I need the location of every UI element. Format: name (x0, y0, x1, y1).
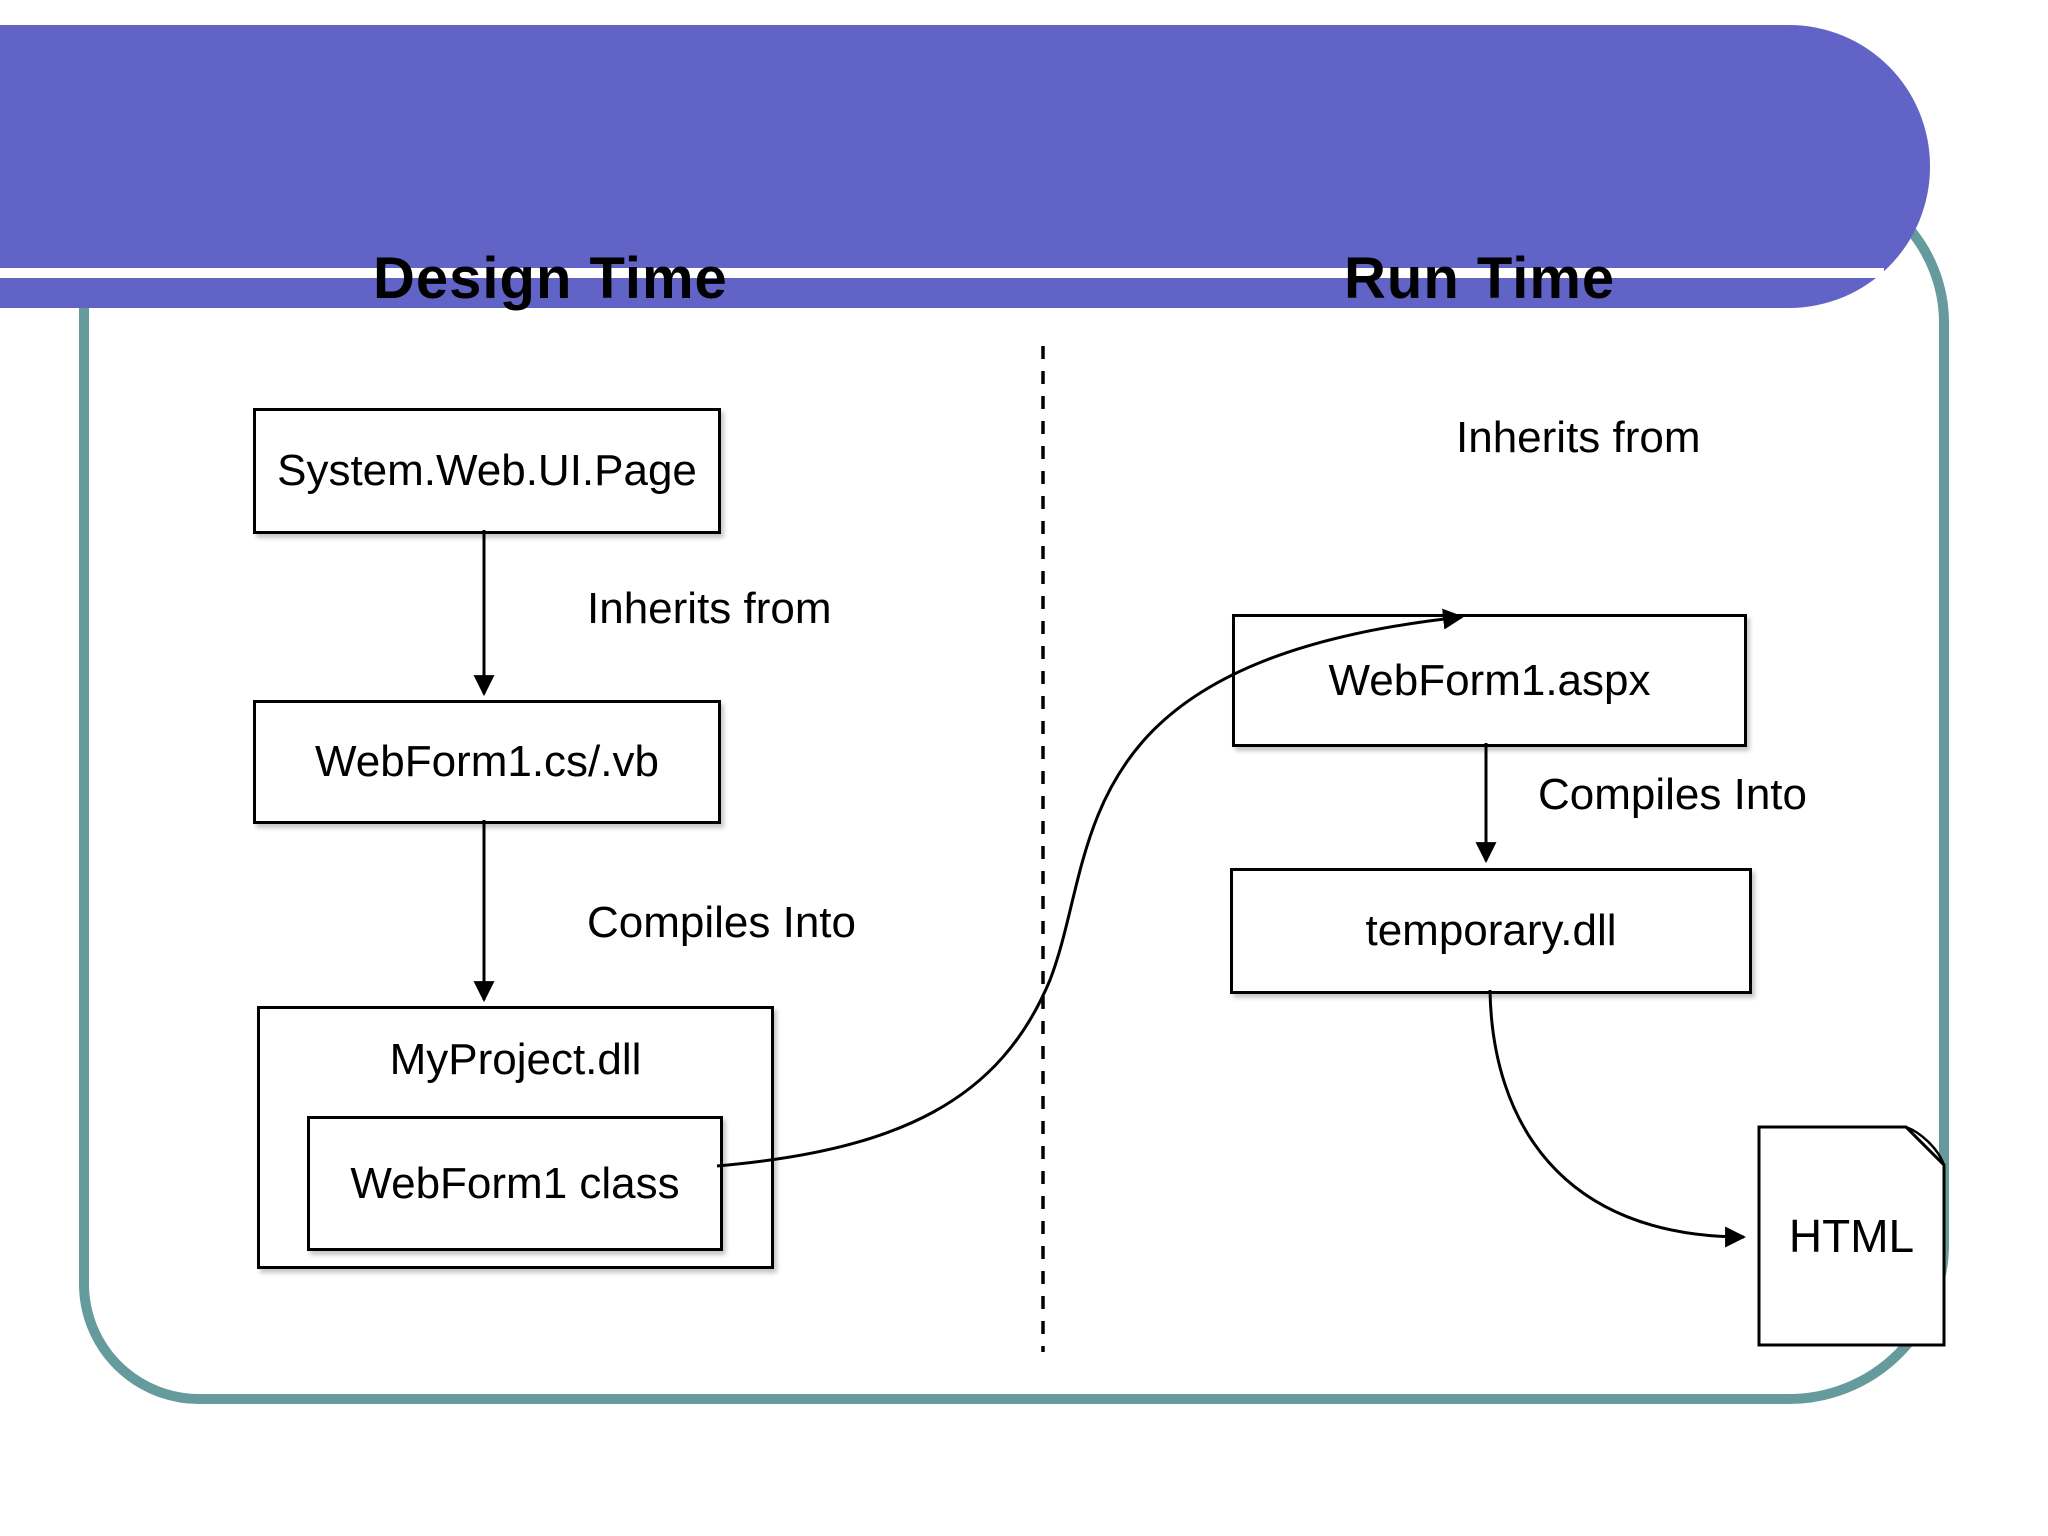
system-web-ui-page-box: System.Web.UI.Page (253, 408, 721, 534)
system-web-ui-page-label: System.Web.UI.Page (277, 446, 697, 495)
compiles-into-label-run: Compiles Into (1538, 770, 1808, 819)
webform1-code-label: WebForm1.cs/.vb (315, 737, 659, 786)
run-time-title: Run Time (1344, 246, 1616, 311)
title-banner (0, 25, 1930, 308)
webform1-aspx-box: WebForm1.aspx (1232, 614, 1747, 747)
webform1-code-box: WebForm1.cs/.vb (253, 700, 721, 824)
html-document-label: HTML (1788, 1210, 1915, 1262)
webform1-class-label: WebForm1 class (350, 1158, 680, 1208)
design-time-title: Design Time (373, 246, 728, 311)
banner-white-stripe (0, 268, 1884, 278)
inherits-from-label-run: Inherits from (1456, 413, 1701, 462)
temporary-dll-box: temporary.dll (1230, 868, 1752, 994)
inherits-from-label-design: Inherits from (587, 584, 832, 633)
compiles-into-label-design: Compiles Into (587, 898, 857, 947)
temporary-dll-label: temporary.dll (1365, 906, 1617, 955)
myproject-dll-label: MyProject.dll (389, 1035, 642, 1084)
myproject-dll-box: MyProject.dll WebForm1 class (257, 1006, 774, 1269)
webform1-class-box: WebForm1 class (307, 1116, 723, 1251)
webform1-aspx-label: WebForm1.aspx (1328, 655, 1651, 705)
